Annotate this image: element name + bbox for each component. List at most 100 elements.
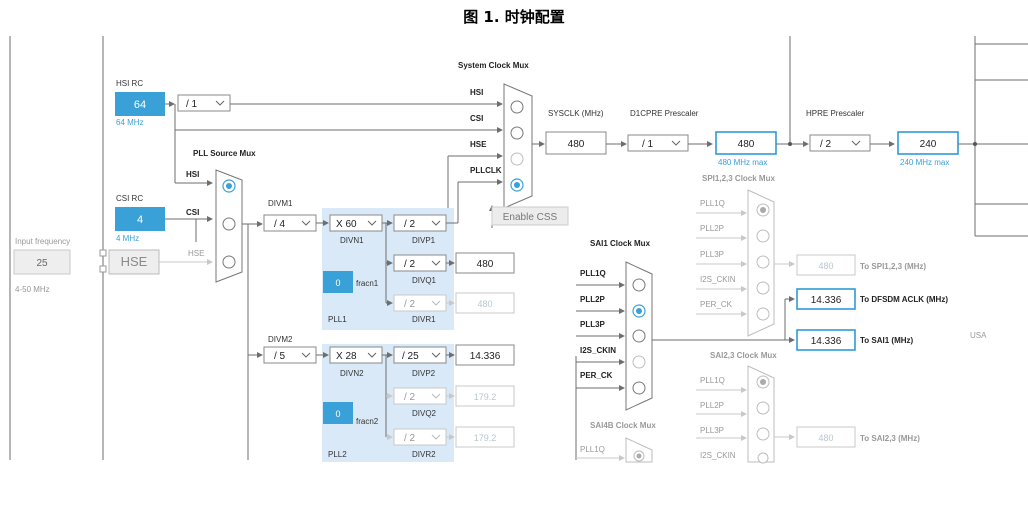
chevron-down-icon bbox=[671, 140, 681, 146]
hse-label: HSE bbox=[121, 254, 148, 269]
system-clock-mux-title: System Clock Mux bbox=[458, 61, 529, 70]
pll1r-output-field[interactable] bbox=[455, 292, 515, 314]
sai1-mux-input-pll1q: PLL1Q bbox=[580, 269, 606, 278]
sai1-mux-input-pll3p: PLL3P bbox=[580, 320, 606, 329]
spi-mux-radio-pll3p[interactable] bbox=[756, 255, 770, 269]
input-frequency-range: 4-50 MHz bbox=[15, 285, 50, 294]
sai1-mux-input-i2s-ckin: I2S_CKIN bbox=[580, 346, 616, 355]
input-frequency-label: Input frequency bbox=[15, 237, 70, 246]
hclk-field[interactable] bbox=[897, 131, 959, 155]
spi-mux-radio-pll2p[interactable] bbox=[756, 229, 770, 243]
spi-mux-input-pll3p: PLL3P bbox=[700, 250, 724, 259]
spi-mux-radio-i2s-ckin[interactable] bbox=[756, 281, 770, 295]
divq1-value: / 2 bbox=[404, 259, 416, 270]
chevron-down-icon bbox=[851, 140, 861, 146]
divq2-value: / 2 bbox=[404, 392, 416, 403]
spi-mux-input-pll2p: PLL2P bbox=[700, 224, 724, 233]
sai23-mux-radio-i2s-ckin[interactable] bbox=[757, 452, 769, 464]
divp1-label: DIVP1 bbox=[412, 236, 436, 245]
csi-rc-value: 4 bbox=[137, 214, 143, 226]
sai23-output-field[interactable] bbox=[796, 426, 856, 448]
hsi-rc-frequency: 64 MHz bbox=[116, 118, 144, 127]
csi-rc-title: CSI RC bbox=[116, 194, 143, 203]
system-mux-radio-hsi[interactable] bbox=[510, 100, 524, 114]
input-frequency-field[interactable] bbox=[13, 249, 71, 275]
sai23-output-label: To SAI2,3 (MHz) bbox=[860, 434, 920, 443]
hpre-value: / 2 bbox=[820, 139, 832, 150]
pll1-name: PLL1 bbox=[328, 315, 347, 324]
pll-source-mux-title: PLL Source Mux bbox=[193, 149, 256, 158]
pll2p-output-field[interactable] bbox=[455, 344, 515, 366]
spi-mux-radio-per-ck[interactable] bbox=[756, 307, 770, 321]
sai1-output-field[interactable] bbox=[796, 329, 856, 351]
divq1-label: DIVQ1 bbox=[412, 276, 437, 285]
chevron-down-icon bbox=[301, 352, 311, 358]
divn2-label: DIVN2 bbox=[340, 369, 364, 378]
sai23-mux-radio-pll3p[interactable] bbox=[756, 427, 770, 441]
cpu-clock-value: 480 bbox=[738, 139, 755, 150]
chevron-down-icon bbox=[431, 260, 441, 266]
divp2-value: / 25 bbox=[402, 351, 419, 362]
sai1-mux-radio-per-ck[interactable] bbox=[632, 381, 646, 395]
fracn1-box[interactable] bbox=[323, 271, 353, 293]
sysclk-field[interactable] bbox=[545, 131, 607, 155]
sai4b-mux-input-pll1q: PLL1Q bbox=[580, 445, 605, 454]
cpu-clock-field[interactable] bbox=[715, 131, 777, 155]
system-mux-input-csi: CSI bbox=[470, 114, 483, 123]
input-frequency-value: 25 bbox=[36, 258, 48, 269]
radio-selected-dot bbox=[760, 207, 766, 213]
fracn2-box[interactable] bbox=[323, 402, 353, 424]
fracn2-label: fracn2 bbox=[356, 417, 379, 426]
hpre-select[interactable] bbox=[809, 134, 871, 152]
sai1-mux-radio-pll3p[interactable] bbox=[632, 329, 646, 343]
hsi-divider-select[interactable] bbox=[177, 94, 231, 112]
enable-css-button[interactable] bbox=[491, 206, 569, 226]
system-mux-radio-hse[interactable] bbox=[510, 152, 524, 166]
divr2-value: / 2 bbox=[404, 433, 416, 444]
sai1-mux-radio-i2s-ckin[interactable] bbox=[632, 355, 646, 369]
radio-selected-dot bbox=[760, 379, 766, 385]
hclk-value: 240 bbox=[920, 139, 937, 150]
dfsdm-output-field[interactable] bbox=[796, 288, 856, 310]
chevron-down-icon bbox=[367, 220, 377, 226]
pll2r-output-field[interactable] bbox=[455, 426, 515, 448]
divm2-value: / 5 bbox=[274, 351, 286, 362]
sai23-mux-input-pll2p: PLL2P bbox=[700, 401, 724, 410]
sai23-mux-radio-pll2p[interactable] bbox=[756, 401, 770, 415]
divp1-value: / 2 bbox=[404, 219, 416, 230]
d1cpre-select[interactable] bbox=[627, 134, 689, 152]
csi-rc-box[interactable] bbox=[115, 207, 165, 231]
sai1-mux-radio-pll1q[interactable] bbox=[632, 278, 646, 292]
cut-off-label: USA bbox=[970, 331, 987, 340]
divn2-value: X 28 bbox=[336, 351, 357, 362]
pll-mux-input-csi: CSI bbox=[186, 208, 199, 217]
system-mux-input-pllclk: PLLCLK bbox=[470, 166, 502, 175]
radio-selected-dot bbox=[226, 183, 232, 189]
hsi-rc-title: HSI RC bbox=[116, 79, 143, 88]
pll-source-radio-hse[interactable] bbox=[222, 255, 236, 269]
spi-output-value: 480 bbox=[818, 261, 833, 271]
sai4b-clock-mux bbox=[625, 437, 653, 463]
pll-source-radio-csi[interactable] bbox=[222, 217, 236, 231]
divr2-label: DIVR2 bbox=[412, 450, 436, 459]
chevron-down-icon bbox=[431, 434, 441, 440]
chevron-down-icon bbox=[301, 220, 311, 226]
hsi-rc-box[interactable] bbox=[115, 92, 165, 116]
sai23-mux-input-pll3p: PLL3P bbox=[700, 426, 724, 435]
spi-output-field[interactable] bbox=[796, 254, 856, 276]
system-mux-input-hse: HSE bbox=[470, 140, 487, 149]
pll2q-output-field[interactable] bbox=[455, 385, 515, 407]
pll1q-output-field[interactable] bbox=[455, 252, 515, 274]
spi-mux-input-i2s-ckin: I2S_CKIN bbox=[700, 275, 736, 284]
system-mux-radio-csi[interactable] bbox=[510, 126, 524, 140]
radio-selected-dot bbox=[636, 453, 642, 459]
junction-dot bbox=[788, 142, 792, 146]
sai4b-mux-title: SAI4B Clock Mux bbox=[590, 421, 656, 430]
enable-css-label: Enable CSS bbox=[503, 212, 558, 223]
divr1-value: / 2 bbox=[404, 299, 416, 310]
junction-dot bbox=[973, 142, 977, 146]
pll1r-output-value: 480 bbox=[477, 299, 492, 309]
divm1-value: / 4 bbox=[274, 219, 286, 230]
chevron-down-icon bbox=[431, 300, 441, 306]
